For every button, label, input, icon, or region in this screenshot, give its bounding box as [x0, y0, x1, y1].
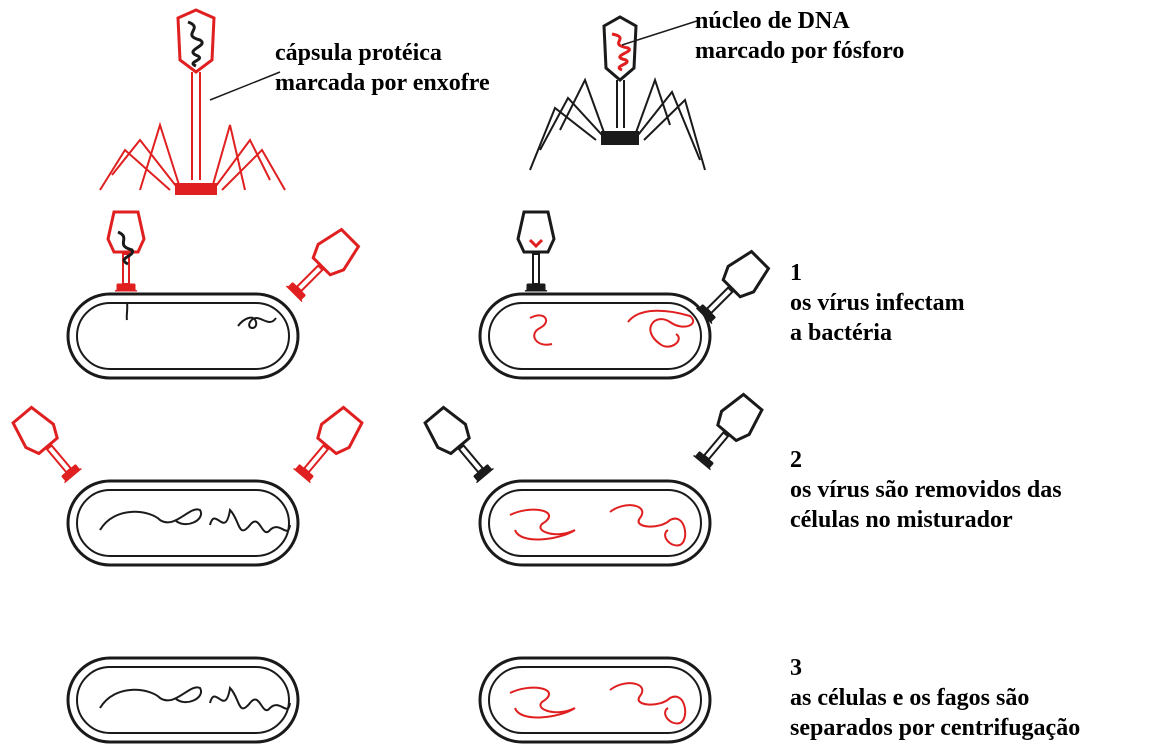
dna-label-line2: marcado por fósforo [695, 36, 904, 66]
phage-red-attached [281, 225, 362, 306]
step-line1: os vírus são removidos das [790, 475, 1062, 505]
capsid-label: cápsula protéica marcada por enxofre [275, 38, 490, 98]
phage-dna-inside [118, 232, 133, 264]
phage-red-detached [9, 404, 87, 488]
step-number: 3 [790, 653, 1080, 683]
phage-sulfur-labeled [100, 10, 285, 194]
step-line2: a bactéria [790, 318, 965, 348]
phage-black-attached [518, 212, 554, 291]
dna-label: núcleo de DNA marcado por fósforo [695, 6, 904, 66]
step-number: 2 [790, 445, 1062, 475]
dna-label-line1: núcleo de DNA [695, 6, 904, 36]
capsid-label-line1: cápsula protéica [275, 38, 490, 68]
step-2-label: 2 os vírus são removidos das células no … [790, 445, 1062, 535]
phage-phosphorus-labeled [530, 17, 705, 170]
phage-black-detached [688, 391, 766, 475]
step-line2: células no misturador [790, 505, 1062, 535]
step-line2: separados por centrifugação [790, 713, 1080, 743]
bacterium-infected-left [68, 294, 298, 378]
phage-red-attached [108, 212, 144, 291]
bacterium-infected-right [480, 294, 710, 378]
capsid-label-line2: marcada por enxofre [275, 68, 490, 98]
bacterium-blended-right [480, 481, 710, 565]
bacterium-centrifuged-right [480, 658, 710, 742]
step-line1: os vírus infectam [790, 288, 965, 318]
bacterium-blended-left [68, 481, 298, 565]
bacterium-centrifuged-left [68, 658, 298, 742]
step-number: 1 [790, 258, 965, 288]
step-line1: as células e os fagos são [790, 683, 1080, 713]
step-3-label: 3 as células e os fagos são separados po… [790, 653, 1080, 743]
phage-red-detached [288, 404, 366, 488]
step-1-label: 1 os vírus infectam a bactéria [790, 258, 965, 348]
phage-black-detached [421, 404, 499, 488]
capsid-pointer [210, 72, 280, 100]
